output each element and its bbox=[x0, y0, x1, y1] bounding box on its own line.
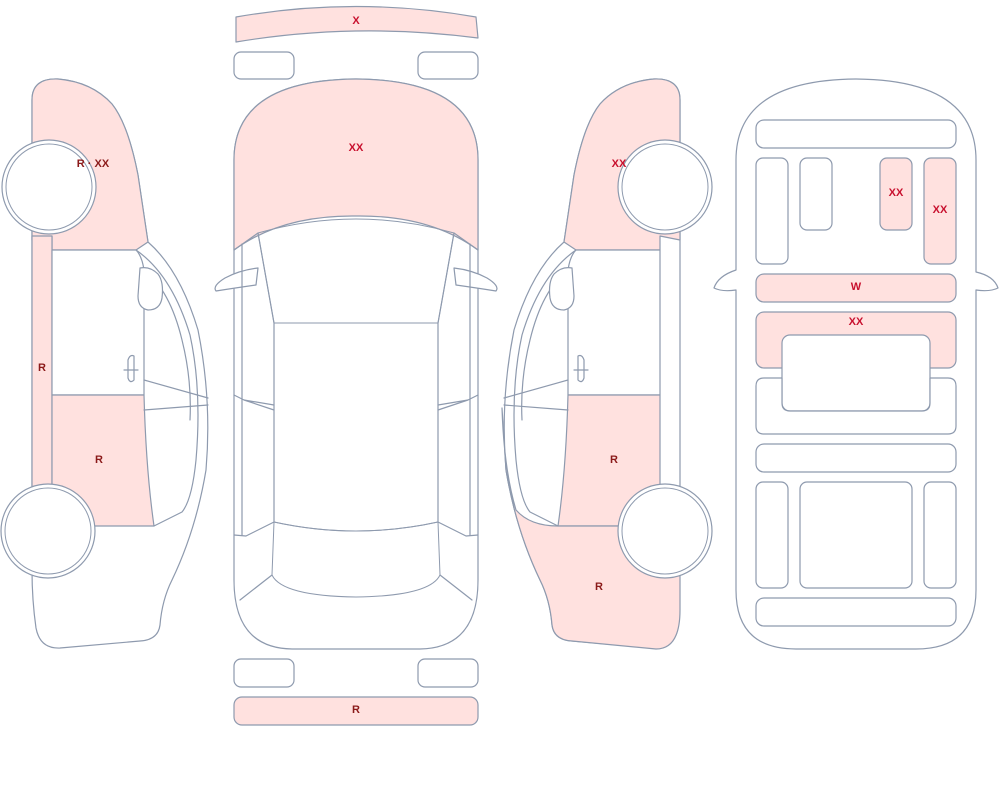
marker-right-rear-door: R bbox=[610, 454, 618, 466]
left-door-handle[interactable] bbox=[127, 354, 135, 383]
left-pillar-lines bbox=[143, 379, 209, 411]
marker-hood: XX bbox=[349, 142, 364, 154]
marker-right-front-fender: XX bbox=[612, 158, 627, 170]
marker-underbody-seat-b: XX bbox=[933, 204, 948, 216]
marker-underbody-panel: XX bbox=[849, 316, 864, 328]
left-side-mirror[interactable] bbox=[137, 267, 164, 311]
front-right-light[interactable] bbox=[417, 51, 479, 80]
left-front-seat[interactable] bbox=[799, 157, 833, 231]
trunk-right-line bbox=[439, 574, 473, 601]
marker-right-rear-quarter: R bbox=[595, 581, 603, 593]
left-front-seat-side[interactable] bbox=[755, 157, 789, 265]
rear-seat-cushion[interactable] bbox=[781, 334, 931, 412]
left-mirror[interactable] bbox=[214, 267, 259, 292]
center-bar[interactable] bbox=[755, 273, 957, 303]
front-bumper[interactable] bbox=[235, 5, 479, 43]
left-side-view bbox=[0, 78, 209, 649]
marker-underbody-seat-a: XX bbox=[889, 187, 904, 199]
right-side-mirror[interactable] bbox=[548, 267, 575, 311]
left-rear-wheel[interactable] bbox=[0, 483, 96, 579]
rear-right-light[interactable] bbox=[417, 658, 479, 688]
trunk-left-line bbox=[239, 574, 273, 601]
rear-sill[interactable] bbox=[755, 597, 957, 627]
right-pillar-lines bbox=[503, 379, 569, 411]
rear-seat-base[interactable] bbox=[755, 377, 957, 435]
left-front-wheel[interactable] bbox=[1, 139, 97, 235]
right-front-seat[interactable] bbox=[879, 157, 913, 231]
marker-underbody-bar-w: W bbox=[851, 281, 862, 293]
right-rear-quarter[interactable] bbox=[501, 407, 681, 650]
right-front-seat-side[interactable] bbox=[923, 157, 957, 265]
marker-front-bumper: X bbox=[352, 15, 360, 27]
marker-rear-bumper: R bbox=[352, 704, 360, 716]
right-b-pillar bbox=[437, 394, 479, 411]
cargo-floor[interactable] bbox=[799, 481, 913, 589]
left-side-glass bbox=[135, 249, 199, 527]
floor-bar[interactable] bbox=[755, 443, 957, 473]
right-door-handle[interactable] bbox=[577, 354, 585, 383]
hood[interactable] bbox=[233, 78, 479, 251]
left-b-pillar bbox=[233, 394, 275, 411]
marker-left-rocker: R bbox=[38, 362, 46, 374]
underbody-view bbox=[713, 78, 999, 650]
right-side-view bbox=[501, 78, 713, 650]
rear-bumper[interactable] bbox=[233, 696, 479, 726]
dashboard[interactable] bbox=[755, 119, 957, 149]
rear-left-light[interactable] bbox=[233, 658, 295, 688]
marker-left-front-fender: R · XX bbox=[77, 158, 110, 170]
right-front-wheel[interactable] bbox=[617, 139, 713, 235]
rear-window[interactable] bbox=[271, 521, 441, 598]
right-mirror[interactable] bbox=[453, 267, 498, 292]
front-left-light[interactable] bbox=[233, 51, 295, 80]
marker-left-rear-door: R bbox=[95, 454, 103, 466]
right-rear-panel[interactable] bbox=[923, 481, 957, 589]
left-rear-panel[interactable] bbox=[755, 481, 789, 589]
right-side-glass bbox=[513, 249, 577, 527]
damage-markers: X XX R R · XX R R XX R R XX XX W XX bbox=[38, 15, 948, 716]
right-rear-wheel[interactable] bbox=[617, 483, 713, 579]
top-view bbox=[214, 5, 498, 726]
